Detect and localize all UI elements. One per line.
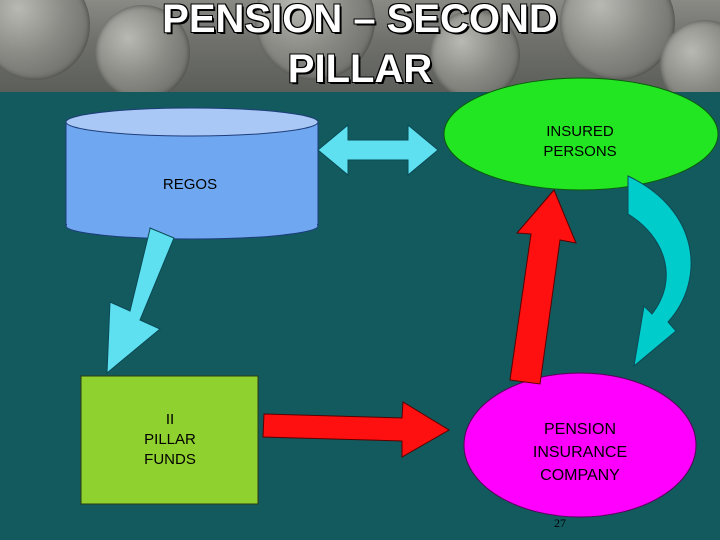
pension-company-line-1: PENSION — [543, 421, 616, 438]
coin-image — [430, 10, 520, 92]
arrow-regos-to-funds — [106, 227, 175, 375]
header-banner: PENSION – SECOND PILLAR — [0, 0, 720, 92]
curved-arrow-insured-to-company — [627, 175, 692, 368]
slide-title: PENSION – SECOND PILLAR — [0, 0, 720, 92]
pension-company-line-2: INSURANCE — [532, 444, 628, 461]
pillar-funds-line-1: II — [165, 411, 175, 428]
insured-persons-line-1: INSURED — [546, 123, 614, 140]
pillar-funds-box — [80, 375, 259, 505]
coin-image — [95, 5, 190, 92]
arrow-funds-to-company — [262, 401, 450, 458]
pillar-funds-label: II PILLAR FUNDS — [110, 410, 230, 470]
insured-persons-line-2: PERSONS — [543, 143, 617, 160]
title-line-1: PENSION – SECOND — [162, 0, 558, 41]
page-number: 27 — [554, 516, 566, 530]
title-line-2: PILLAR — [287, 47, 433, 91]
pension-company-ellipse — [463, 372, 697, 518]
double-arrow-regos-insured — [317, 123, 439, 177]
regos-database-shape — [65, 107, 319, 240]
pension-company-line-3: COMPANY — [540, 467, 620, 484]
insured-persons-ellipse — [443, 77, 719, 191]
pension-company-label: PENSION INSURANCE COMPANY — [500, 418, 660, 487]
pillar-funds-line-2: PILLAR — [144, 431, 196, 448]
pillar-funds-line-3: FUNDS — [144, 451, 196, 468]
insured-persons-label: INSURED PERSONS — [510, 122, 650, 162]
arrow-company-to-insured — [509, 189, 577, 385]
regos-label: REGOS — [162, 176, 218, 193]
